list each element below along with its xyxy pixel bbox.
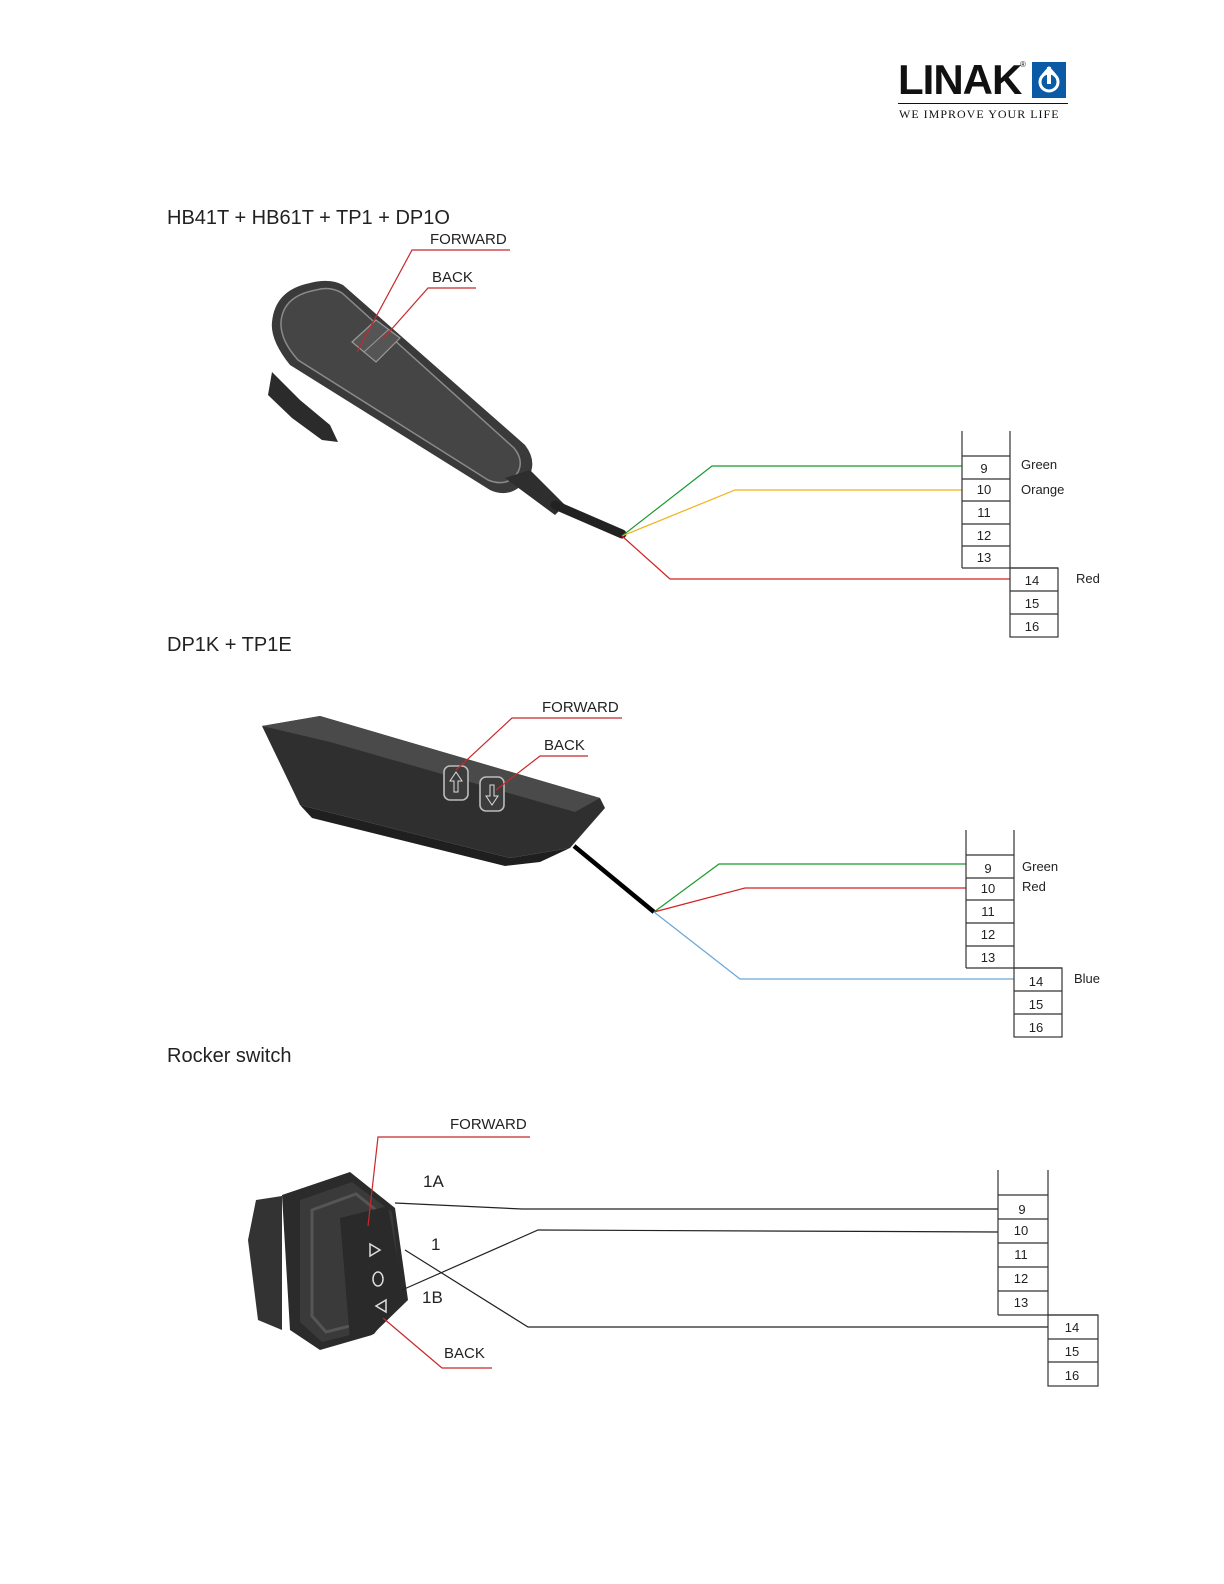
terminal-label: 10 — [977, 482, 991, 497]
wire-label-blue: Blue — [1074, 971, 1100, 986]
terminal-label: 11 — [977, 505, 991, 520]
handset-wires — [622, 466, 1010, 579]
wire-label-red: Red — [1022, 879, 1046, 894]
section-title-rocker-switch: Rocker switch — [167, 1045, 291, 1068]
terminal-label: 9 — [980, 461, 987, 476]
terminal-label: 16 — [1029, 1020, 1043, 1035]
terminal-label: 15 — [1025, 596, 1039, 611]
wire-1b — [405, 1250, 1048, 1327]
back-label: BACK — [444, 1345, 485, 1362]
back-label: BACK — [544, 737, 585, 754]
terminal-label: 14 — [1029, 974, 1043, 989]
forward-label: FORWARD — [542, 699, 619, 716]
wire-1a — [395, 1203, 998, 1209]
terminal-label: 9 — [984, 861, 991, 876]
back-label: BACK — [432, 269, 473, 286]
terminal-label: 11 — [981, 904, 995, 919]
section-title-handset: HB41T + HB61T + TP1 + DP1O — [167, 207, 450, 230]
terminal-label: 16 — [1065, 1368, 1079, 1383]
terminal-label: 11 — [1014, 1247, 1028, 1262]
forward-label: FORWARD — [430, 231, 507, 248]
handset-device-icon — [268, 281, 622, 534]
terminal-label: 12 — [977, 528, 991, 543]
terminal-label: 12 — [981, 927, 995, 942]
pin-label-1: 1 — [431, 1235, 440, 1255]
terminal-label: 14 — [1065, 1320, 1079, 1335]
rocker-switch-wires — [395, 1203, 1048, 1327]
pin-label-1b: 1B — [422, 1288, 443, 1308]
rocker-switch-device-icon — [248, 1172, 408, 1350]
section-title-desk-panel: DP1K + TP1E — [167, 634, 292, 657]
wire-blue — [654, 912, 1014, 979]
terminal-label: 13 — [977, 550, 991, 565]
terminal-label: 10 — [1014, 1223, 1028, 1238]
wire-1 — [402, 1230, 998, 1290]
forward-label: FORWARD — [450, 1116, 527, 1133]
terminal-label: 9 — [1018, 1202, 1025, 1217]
wire-red — [654, 888, 966, 912]
terminal-label: 14 — [1025, 573, 1039, 588]
wire-red — [622, 536, 1010, 579]
wire-label-green: Green — [1022, 859, 1058, 874]
terminal-label: 10 — [981, 881, 995, 896]
wire-label-orange: Orange — [1021, 482, 1064, 497]
terminal-label: 15 — [1029, 997, 1043, 1012]
terminal-label: 15 — [1065, 1344, 1079, 1359]
terminal-label: 13 — [981, 950, 995, 965]
wire-green — [622, 466, 962, 536]
desk-panel-wires — [654, 864, 1014, 979]
wire-label-green: Green — [1021, 457, 1057, 472]
terminal-label: 16 — [1025, 619, 1039, 634]
desk-panel-device-icon — [262, 716, 654, 912]
terminal-label: 12 — [1014, 1271, 1028, 1286]
pin-label-1a: 1A — [423, 1172, 444, 1192]
wire-label-red: Red — [1076, 571, 1100, 586]
terminal-label: 13 — [1014, 1295, 1028, 1310]
